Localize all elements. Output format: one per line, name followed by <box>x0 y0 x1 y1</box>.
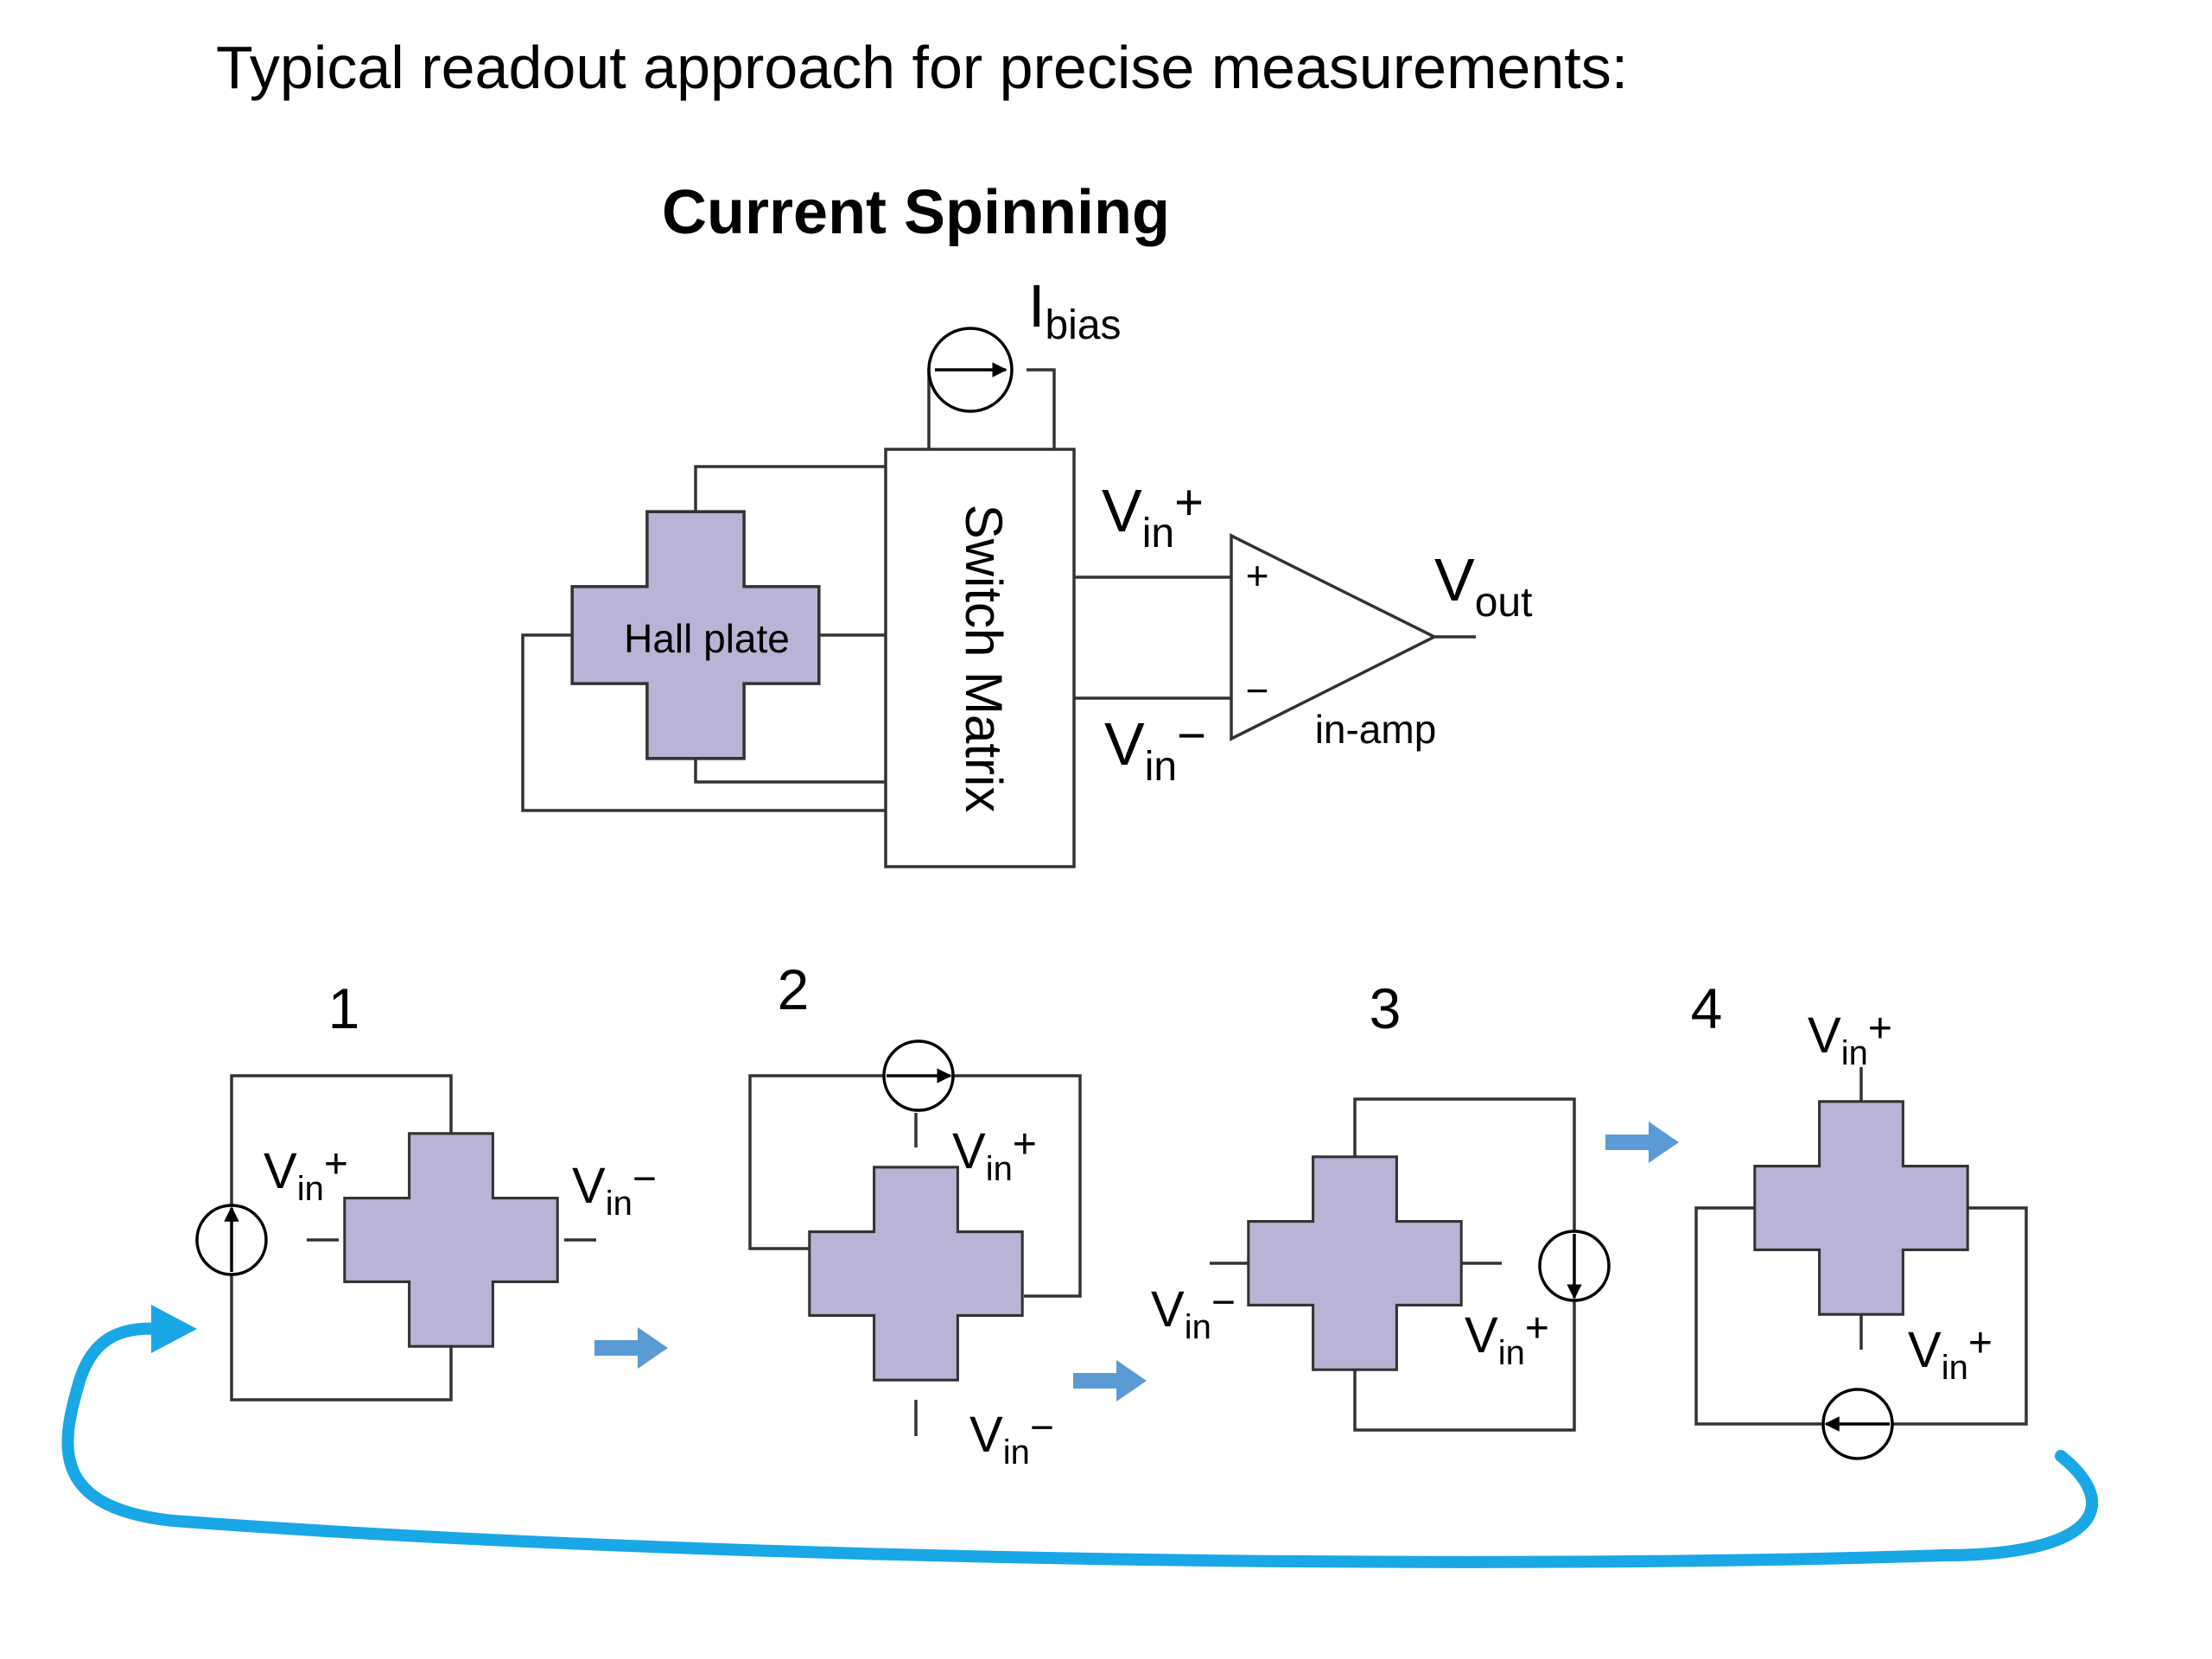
phase-1-vin-minus: Vin− <box>572 1156 657 1223</box>
phase-2: 2 Vin+ Vin− <box>748 957 1082 1471</box>
phase-3-current-source <box>1538 1230 1611 1302</box>
vin-plus-label: Vin+ <box>1102 474 1204 556</box>
hall-bottom-wire <box>694 756 886 784</box>
bias-label: Ibias <box>1028 272 1122 348</box>
phase-2-hall-plate <box>808 1166 1024 1382</box>
phase-1-hall-plate <box>343 1132 559 1348</box>
phase-4-vin-plus-top: Vin+ <box>1808 1006 1892 1072</box>
hall-left-wire <box>521 633 886 812</box>
hall-top-wire <box>694 465 886 514</box>
phase-4-current-source <box>1821 1388 1894 1460</box>
phase-3: 3 Vin− Vin+ <box>1151 976 1611 1432</box>
in-amp <box>1230 533 1438 741</box>
phase-1: 1 Vin+ Vin− <box>195 976 657 1402</box>
hall-plate-label: Hall plate <box>624 616 790 661</box>
top-schematic: Ibias Hall plate Switch Matrix Vin+ Vin−… <box>521 272 1532 868</box>
phase-1-current-source <box>195 1204 268 1276</box>
phase-4-hall-plate <box>1753 1100 1969 1316</box>
phase-3-hall-plate <box>1247 1155 1463 1371</box>
vout-label: Vout <box>1434 546 1532 626</box>
step-arrow-1-2 <box>594 1327 668 1369</box>
phase-3-number: 3 <box>1370 976 1402 1040</box>
switch-matrix <box>884 448 1076 868</box>
switch-matrix-label: Switch Matrix <box>955 505 1013 813</box>
in-amp-minus: − <box>1246 668 1269 713</box>
diagram-title: Current Spinning <box>662 178 1170 247</box>
phase-4-vin-plus-bottom: Vin+ <box>1908 1320 1993 1387</box>
step-arrow-3-4 <box>1605 1122 1679 1163</box>
in-amp-label: in-amp <box>1315 707 1437 752</box>
phase-3-vin-minus: Vin− <box>1151 1280 1236 1346</box>
page-title: Typical readout approach for precise mea… <box>216 34 1629 101</box>
phase-3-vin-plus: Vin+ <box>1465 1306 1549 1372</box>
phase-4: 4 Vin+ Vin+ <box>1691 976 2028 1460</box>
step-arrow-2-3 <box>1073 1360 1147 1402</box>
in-amp-plus: + <box>1246 553 1269 598</box>
phase-2-current-source <box>882 1039 955 1112</box>
phase-1-number: 1 <box>328 976 360 1040</box>
phase-4-number: 4 <box>1691 976 1723 1040</box>
bias-current-source <box>927 327 1014 413</box>
phase-2-vin-minus: Vin− <box>969 1405 1054 1471</box>
vin-minus-label: Vin− <box>1104 708 1206 790</box>
phase-2-vin-plus: Vin+ <box>952 1122 1037 1188</box>
phase-1-vin-plus: Vin+ <box>264 1141 348 1208</box>
phase-2-number: 2 <box>778 957 810 1021</box>
return-loop-arrow <box>61 1305 2099 1568</box>
